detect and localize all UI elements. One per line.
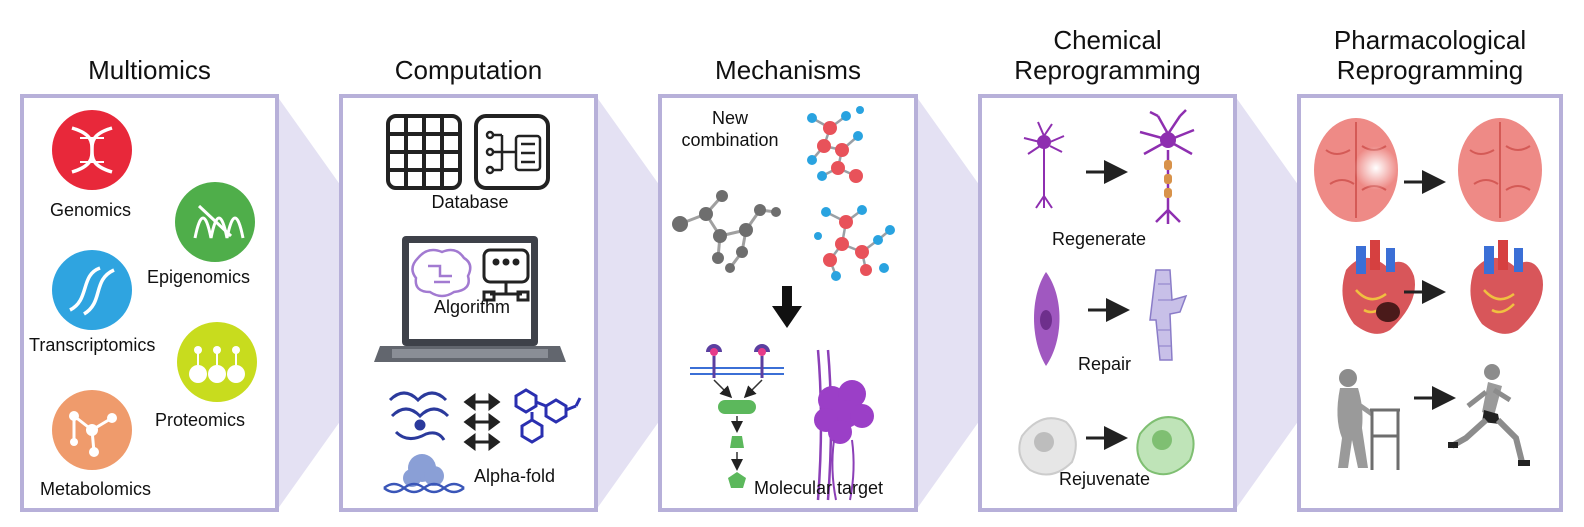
proteomics-icon <box>177 322 257 402</box>
connector-4 <box>1235 96 1299 510</box>
label-database: Database <box>431 192 509 212</box>
laptop-icon <box>374 236 566 362</box>
database-grid-icon <box>386 114 462 190</box>
fibroblast-cell-icon <box>1034 272 1060 366</box>
label-epigenomics: Epigenomics <box>147 267 251 287</box>
old-cell-icon <box>1018 417 1077 476</box>
panel-title-multiomics: Multiomics <box>88 55 211 85</box>
gray-molecule-icon <box>672 190 781 273</box>
metabolomics-icon <box>52 390 132 470</box>
new-compound-molecule-icon <box>807 106 864 183</box>
double-arrow-icon <box>463 393 501 451</box>
healthy-brain-icon <box>1458 118 1542 222</box>
label-genomics: Genomics <box>50 200 132 220</box>
label-transcriptomics: Transcriptomics <box>29 335 156 355</box>
label-alphafold: Alpha-fold <box>474 466 556 486</box>
connector-1 <box>277 96 341 510</box>
damaged-brain-icon <box>1314 118 1398 222</box>
damaged-heart-icon <box>1342 240 1415 334</box>
target-protein-icon <box>814 349 874 501</box>
label-new-combination: New combination <box>681 108 779 150</box>
panel-title-chemical: Chemical Reprogramming <box>1014 25 1201 85</box>
brain-circuit-icon <box>411 248 472 298</box>
runner-icon <box>1448 364 1530 466</box>
connector-3 <box>916 96 980 510</box>
genomics-icon <box>52 110 132 190</box>
panel-title-mechanisms: Mechanisms <box>715 55 861 85</box>
label-rejuvenate: Rejuvenate <box>1059 469 1151 489</box>
neuron-regenerated-icon <box>1139 109 1195 224</box>
label-repair: Repair <box>1078 354 1132 374</box>
enzyme-dna-icon <box>383 454 465 494</box>
label-regenerate: Regenerate <box>1052 229 1147 249</box>
epigenomics-icon <box>175 182 255 262</box>
label-algorithm: Algorithm <box>433 297 511 317</box>
protein-structure-icon <box>388 391 450 441</box>
panel-title-pharmacological: Pharmacological Reprogramming <box>1333 25 1527 85</box>
down-arrow-icon <box>772 286 802 328</box>
healthy-heart-icon <box>1470 240 1543 334</box>
receptor-pathway-icon <box>690 344 784 488</box>
molecule-structure-icon <box>514 388 582 444</box>
label-molecular-target: Molecular target <box>754 478 884 498</box>
robot-icon <box>482 248 530 302</box>
red-blue-molecule-icon <box>814 205 895 281</box>
panel-chemical-box <box>978 94 1237 512</box>
label-metabolomics: Metabolomics <box>40 479 152 499</box>
transcriptomics-icon <box>52 250 132 330</box>
cardiomyocyte-icon <box>1149 269 1188 361</box>
label-proteomics: Proteomics <box>155 410 246 430</box>
database-flowchart-icon <box>474 114 550 190</box>
neuron-small-icon <box>1023 121 1065 209</box>
connector-2 <box>596 96 660 510</box>
elderly-walker-icon <box>1337 369 1400 470</box>
panel-title-computation: Computation <box>394 55 543 85</box>
young-cell-icon <box>1136 416 1195 476</box>
